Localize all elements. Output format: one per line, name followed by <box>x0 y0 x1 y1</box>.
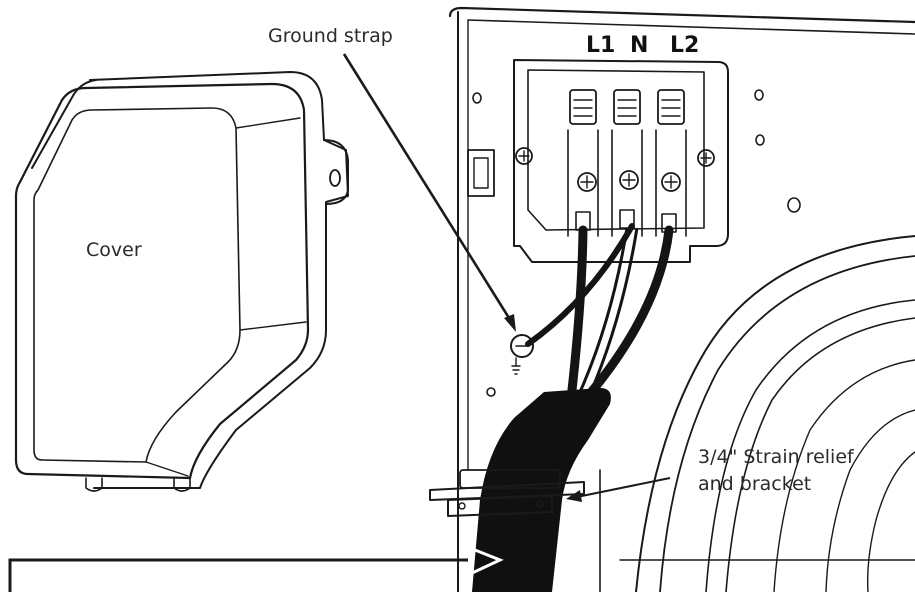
terminal-cover <box>14 71 349 492</box>
strain-relief-label-line2: and bracket <box>698 473 811 495</box>
callout-lines <box>8 53 671 592</box>
power-cord-wires <box>525 223 674 401</box>
ground-screw <box>510 334 534 375</box>
arrow-on-cord <box>469 546 504 576</box>
terminal-l2-label: L2 <box>670 33 699 58</box>
dryer-back-panel <box>448 6 915 592</box>
cover-label: Cover <box>86 239 142 261</box>
strain-relief-label-line1: 3/4" Strain relief <box>698 446 855 468</box>
power-cord <box>472 388 611 592</box>
terminal-block <box>513 59 729 263</box>
ground-strap-label: Ground strap <box>268 25 393 47</box>
terminal-l1-label: L1 <box>586 33 615 58</box>
strain-relief-bracket <box>429 469 585 517</box>
terminal-n-label: N <box>630 33 648 58</box>
